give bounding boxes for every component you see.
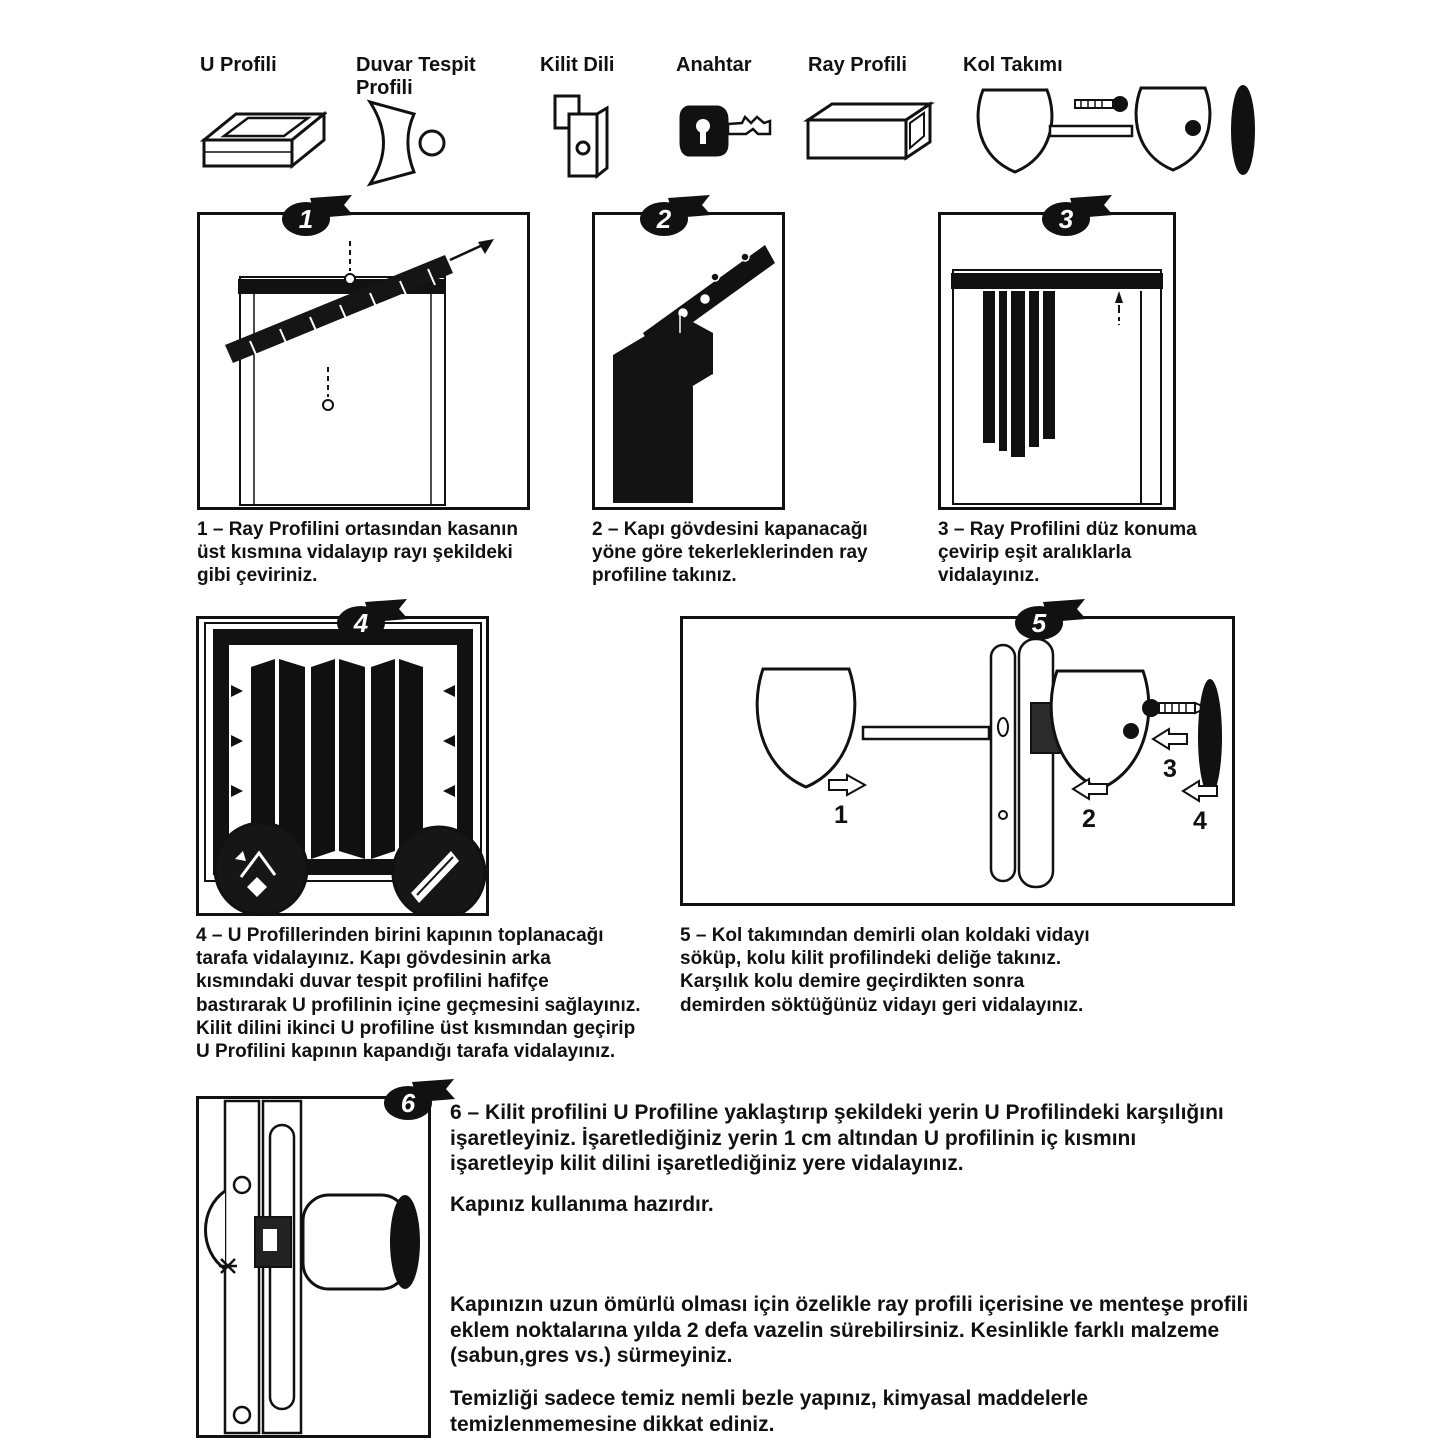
step5-diagram-box: 1 2 3 4 xyxy=(680,616,1235,906)
screw-icon xyxy=(322,399,334,411)
part-label-ray-profili: Ray Profili xyxy=(808,54,907,76)
step3-diagram-box xyxy=(938,212,1176,510)
handle-side-profile xyxy=(204,1189,226,1271)
step6-caption: 6 – Kilit profilini U Profiline yaklaştı… xyxy=(450,1101,1224,1176)
arrow-1-label: 1 xyxy=(834,801,848,829)
door-ready-note: Kapınız kullanıma hazırdır. xyxy=(450,1193,714,1216)
arrow-1-icon xyxy=(828,773,868,797)
step6-flag: 6 xyxy=(382,1078,462,1124)
part-label-kilit-dili: Kilit Dili xyxy=(540,54,615,76)
arrow-4-label: 4 xyxy=(1193,807,1207,835)
arrow-4-icon xyxy=(1181,779,1218,803)
step4-caption: 4 – U Profillerinden birini kapının topl… xyxy=(196,925,641,1062)
wall-mount-profile-icon xyxy=(366,99,446,187)
step4-diagram xyxy=(204,622,486,913)
svg-text:6: 6 xyxy=(401,1088,416,1118)
step1-diagram xyxy=(225,239,494,506)
step1-diagram-box xyxy=(197,212,530,510)
svg-text:5: 5 xyxy=(1032,608,1047,638)
door-edge-strip xyxy=(989,643,1017,883)
u-profile-icon xyxy=(199,110,327,170)
screw-icon xyxy=(740,252,750,262)
arrow-3-label: 3 xyxy=(1163,755,1177,783)
step2-diagram-box xyxy=(592,212,785,510)
cover-disc xyxy=(1198,679,1222,795)
step6-diagram xyxy=(204,1099,420,1435)
cleaning-note: Temizliği sadece temiz nemli bezle yapın… xyxy=(450,1387,1089,1436)
step4-diagram-box xyxy=(196,616,489,916)
part-label-duvar-tespit-profili: Duvar Tespit Profili xyxy=(356,54,476,99)
screw-icon xyxy=(710,272,720,282)
screw-icon xyxy=(1142,699,1210,717)
screw-icon xyxy=(344,273,356,285)
arrow-2-icon xyxy=(1071,777,1108,801)
roller-icon xyxy=(697,291,713,307)
step3-diagram xyxy=(951,269,1163,505)
handle-set-icon xyxy=(976,85,1255,175)
step3-flag: 3 xyxy=(1040,194,1120,240)
part-label-anahtar: Anahtar xyxy=(676,54,752,76)
step2-flag: 2 xyxy=(638,194,718,240)
key-icon xyxy=(679,105,772,157)
arrow-3-icon xyxy=(1151,727,1188,751)
step2-diagram xyxy=(613,245,775,503)
part-label-kol-takimi: Kol Takımı xyxy=(963,54,1063,76)
left-handle xyxy=(755,667,857,789)
part-label-u-profili: U Profili xyxy=(200,54,277,76)
svg-text:2: 2 xyxy=(656,204,672,234)
handle-grip-end xyxy=(390,1195,420,1289)
screw-hole-icon xyxy=(232,1175,252,1195)
maintenance-note: Kapınızın uzun ömürlü olması için özelik… xyxy=(450,1293,1249,1368)
svg-text:4: 4 xyxy=(353,608,369,638)
step3-caption: 3 – Ray Profilini düz konuma çevirip eşi… xyxy=(938,519,1197,587)
svg-text:3: 3 xyxy=(1059,204,1074,234)
svg-text:1: 1 xyxy=(299,204,313,234)
detail-inset-left xyxy=(213,821,309,913)
mark-star-icon xyxy=(219,1258,237,1274)
arrow-2-label: 2 xyxy=(1082,805,1096,833)
latch-tongue-icon xyxy=(553,94,609,180)
step1-flag: 1 xyxy=(280,194,360,240)
handle-rod xyxy=(861,725,991,741)
screw-hole-icon xyxy=(232,1405,252,1425)
screw-hole-icon xyxy=(998,810,1008,820)
step5-diagram: 1 2 3 4 xyxy=(755,637,1222,889)
step5-caption: 5 – Kol takımından demirli olan koldaki … xyxy=(680,925,1090,1016)
keyhole-icon xyxy=(997,717,1009,737)
handle-hole xyxy=(1123,723,1139,739)
rail-profile-icon xyxy=(803,101,935,161)
step1-caption: 1 – Ray Profilini ortasından kasanın üst… xyxy=(197,519,518,587)
lock-profile-strip xyxy=(1017,637,1055,889)
step5-flag: 5 xyxy=(1013,598,1093,644)
step4-flag: 4 xyxy=(335,598,415,644)
step2-caption: 2 – Kapı gövdesini kapanacağı yöne göre … xyxy=(592,519,868,587)
step6-diagram-box xyxy=(196,1096,431,1438)
